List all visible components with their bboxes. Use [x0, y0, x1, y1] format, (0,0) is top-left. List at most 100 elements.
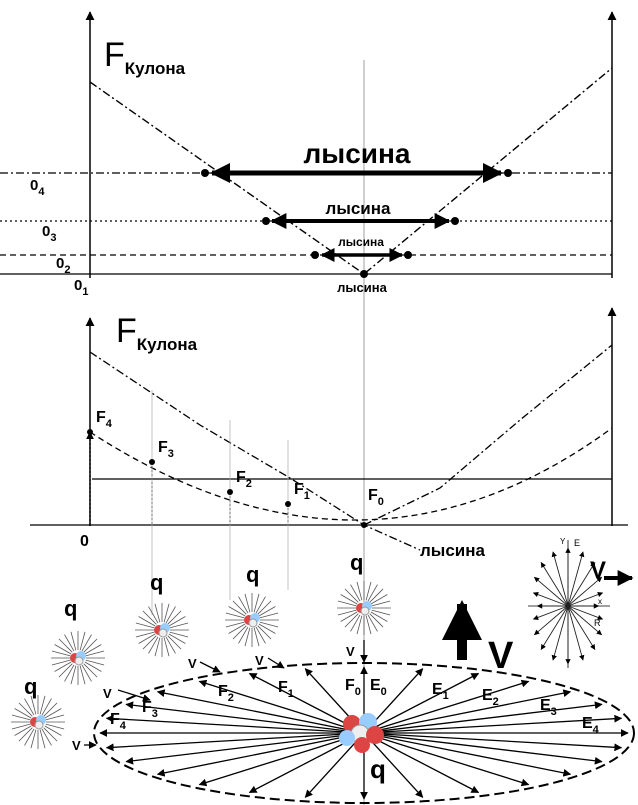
force-label-f4: F4 — [96, 409, 113, 430]
inset-field-line — [567, 576, 603, 607]
force-label-f0: F0 — [368, 487, 384, 508]
mid-dotted-verticals — [151, 462, 289, 525]
inset-x-label: x — [598, 597, 602, 606]
level-label-01: 01 — [74, 277, 88, 298]
v-label-5: V — [346, 644, 355, 659]
field-label-e0: E0 — [370, 677, 387, 698]
small-charges — [11, 581, 391, 749]
inset-field-line — [567, 551, 585, 607]
field-line — [156, 732, 365, 777]
moving-charge — [135, 603, 189, 657]
field-line — [363, 732, 603, 765]
charge-label-3: q — [150, 570, 163, 595]
field-line — [363, 732, 623, 752]
force-label-f3: F3 — [158, 439, 174, 460]
charge-label-1: q — [24, 674, 37, 699]
bottom-diagram: q q q q q q V V V V V V F0 E0 F1 F2 F3 F… — [11, 537, 635, 804]
field-line — [363, 714, 623, 734]
big-velocity-label: V — [488, 635, 514, 677]
inset-e-label: E — [574, 538, 580, 548]
bald-label-01: лысина — [337, 280, 387, 295]
field-line — [156, 689, 365, 734]
charge-to-orbit-arrows — [84, 640, 368, 749]
orbit-ellipse — [93, 662, 635, 804]
bald-label-04: лысина — [304, 138, 411, 169]
charge-label-2: q — [64, 596, 77, 621]
field-line — [363, 701, 603, 734]
inset-field-line — [567, 605, 596, 650]
field-line — [363, 689, 572, 734]
field-line — [363, 732, 530, 787]
moving-charge — [11, 695, 65, 749]
v-label-1: V — [72, 738, 81, 753]
mid-steep-curve-right — [363, 344, 613, 526]
charge-label-5: q — [350, 550, 363, 575]
field-label-e3: E3 — [540, 697, 557, 718]
force-label-bottom-f0: F0 — [345, 677, 361, 698]
inset-field-line — [551, 551, 569, 607]
inset-field-line — [567, 592, 604, 607]
field-line — [105, 732, 365, 752]
field-line — [198, 732, 365, 787]
mid-points — [87, 429, 367, 528]
field-label-e2: E2 — [482, 687, 499, 708]
inset-field-line — [532, 592, 569, 607]
inset-field-line — [567, 605, 585, 661]
field-line — [363, 672, 480, 734]
mid-thin-verticals — [151, 390, 289, 615]
top-axis-title: FКулона — [104, 36, 186, 78]
field-line — [125, 732, 365, 765]
bald-label-03: лысина — [326, 199, 391, 218]
force-label-bottom-f1: F1 — [278, 679, 294, 700]
moving-charge — [51, 631, 105, 685]
mid-shallow-curve — [89, 427, 613, 521]
nucleus-charge-label: q — [370, 754, 386, 784]
field-line — [125, 701, 365, 734]
v-label-4: V — [255, 653, 264, 668]
inset-field-line — [533, 576, 569, 607]
charge-label-4: q — [246, 562, 259, 587]
inset-field-line — [551, 605, 569, 661]
inset-field-line — [540, 605, 569, 650]
inset-y-label: Y — [560, 537, 566, 546]
field-line — [105, 714, 365, 734]
inset-field-line — [540, 562, 569, 607]
mid-bald-label: лысина — [420, 541, 485, 560]
inset-r-label: R — [594, 618, 601, 628]
bald-label-02: лысина — [338, 235, 384, 249]
mid-steep-curve — [89, 351, 421, 551]
force-label-bottom-f2: F2 — [218, 683, 234, 704]
field-label-e1: E1 — [432, 681, 449, 702]
mid-axis-title: FКулона — [116, 312, 198, 354]
level-label-03: 03 — [42, 223, 56, 244]
force-label-bottom-f3: F3 — [142, 699, 158, 720]
field-line — [198, 679, 365, 734]
v-label-3: V — [188, 656, 197, 671]
inset-field-line — [532, 605, 569, 620]
force-label-f2: F2 — [236, 469, 252, 490]
mid-origin-label: 0 — [80, 533, 89, 550]
top-force-curve — [89, 67, 613, 275]
inset-field-line — [567, 562, 596, 607]
moving-charge — [225, 593, 279, 647]
field-line — [363, 732, 480, 794]
field-line — [363, 679, 530, 734]
radial-field-lines — [99, 666, 629, 800]
intersection-dots — [201, 169, 512, 278]
force-label-bottom-f4: F4 — [110, 711, 127, 732]
top-chart: FКулона 04 03 02 01 лысина лысина лысина… — [0, 11, 617, 805]
field-label-e4: E4 — [582, 715, 600, 736]
inset-field-line — [533, 605, 569, 636]
nucleus-cluster — [339, 713, 384, 753]
inset-field-line — [567, 605, 604, 620]
moving-charge — [337, 581, 391, 635]
level-label-04: 04 — [30, 177, 45, 198]
moving-charge-field-inset — [528, 540, 610, 668]
field-line — [363, 732, 572, 777]
v-label-2: V — [103, 686, 112, 701]
force-label-f1: F1 — [294, 481, 310, 502]
inset-field-line — [567, 605, 603, 636]
middle-chart: FКулона F4 F3 F2 F1 F0 0 лысина — [30, 307, 628, 615]
inset-v-label: V — [590, 557, 606, 584]
